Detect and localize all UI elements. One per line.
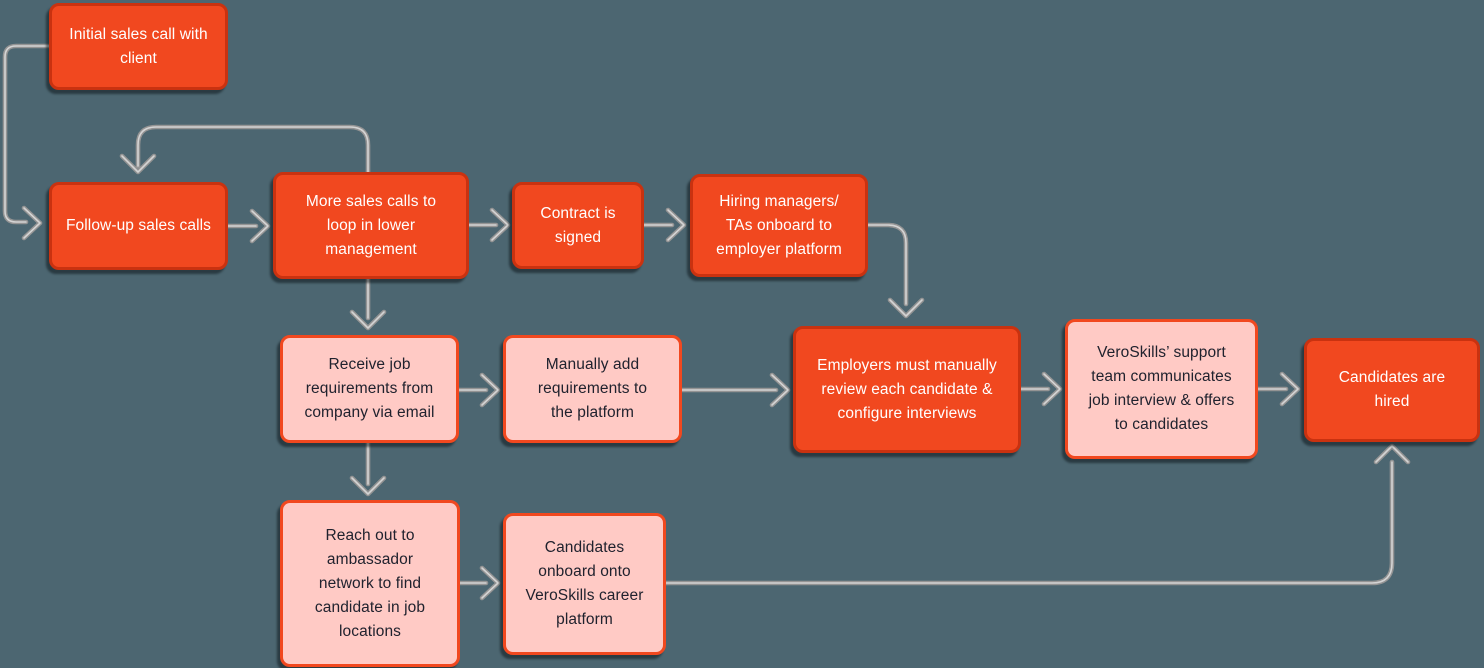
node-veroskills-support-communicates[interactable]: VeroSkills’ support team communicates jo… — [1065, 319, 1258, 459]
edge-highlight — [227, 210, 269, 242]
node-label: More sales calls to loop in lower manage… — [305, 192, 437, 258]
node-followup-sales-calls[interactable]: Follow-up sales calls — [49, 182, 228, 270]
node-hiring-managers-onboard[interactable]: Hiring managers/ TAs onboard to employer… — [690, 174, 868, 277]
node-label: Follow-up sales calls — [65, 217, 212, 234]
edge-hiring-to-employers — [868, 225, 922, 316]
edge-onboard-to-hired — [666, 446, 1408, 583]
node-reach-ambassador-network[interactable]: Reach out to ambassador network to find … — [280, 500, 460, 667]
node-receive-job-requirements[interactable]: Receive job requirements from company vi… — [280, 335, 459, 443]
node-label: VeroSkills’ support team communicates jo… — [1088, 344, 1235, 433]
node-label: Candidates are hired — [1338, 369, 1446, 410]
node-candidates-hired[interactable]: Candidates are hired — [1304, 338, 1480, 442]
node-manually-add-requirements[interactable]: Manually add requirements to the platfor… — [503, 335, 682, 443]
edge-highlight — [458, 374, 499, 406]
node-candidates-onboard-platform[interactable]: Candidates onboard onto VeroSkills caree… — [503, 513, 666, 655]
node-employers-review-candidates[interactable]: Employers must manually review each cand… — [793, 326, 1021, 453]
node-initial-sales-call[interactable]: Initial sales call with client — [49, 3, 228, 90]
edge-highlight — [121, 126, 369, 173]
node-label: Receive job requirements from company vi… — [304, 356, 435, 421]
edge-highlight — [1257, 373, 1299, 405]
node-label: Manually add requirements to the platfor… — [537, 356, 648, 421]
edge-highlight — [351, 442, 385, 495]
node-label: Hiring managers/ TAs onboard to employer… — [716, 192, 842, 258]
edge-highlight — [643, 209, 685, 241]
node-label: Initial sales call with client — [69, 25, 208, 67]
edge-highlight — [665, 445, 1409, 584]
node-contract-signed[interactable]: Contract is signed — [512, 182, 644, 269]
node-label: Contract is signed — [540, 204, 616, 246]
edge-initial-to-followup — [5, 46, 49, 238]
node-label: Candidates onboard onto VeroSkills caree… — [525, 539, 644, 628]
edge-highlight — [459, 567, 499, 599]
edge-highlight — [468, 209, 509, 241]
node-label: Reach out to ambassador network to find … — [314, 526, 426, 640]
edge-highlight — [1020, 373, 1061, 405]
node-more-sales-calls[interactable]: More sales calls to loop in lower manage… — [273, 172, 469, 279]
edge-highlight — [681, 374, 789, 406]
node-label: Employers must manually review each cand… — [817, 356, 997, 422]
edge-moresales-to-followup — [122, 127, 368, 172]
edge-highlight — [351, 278, 385, 329]
